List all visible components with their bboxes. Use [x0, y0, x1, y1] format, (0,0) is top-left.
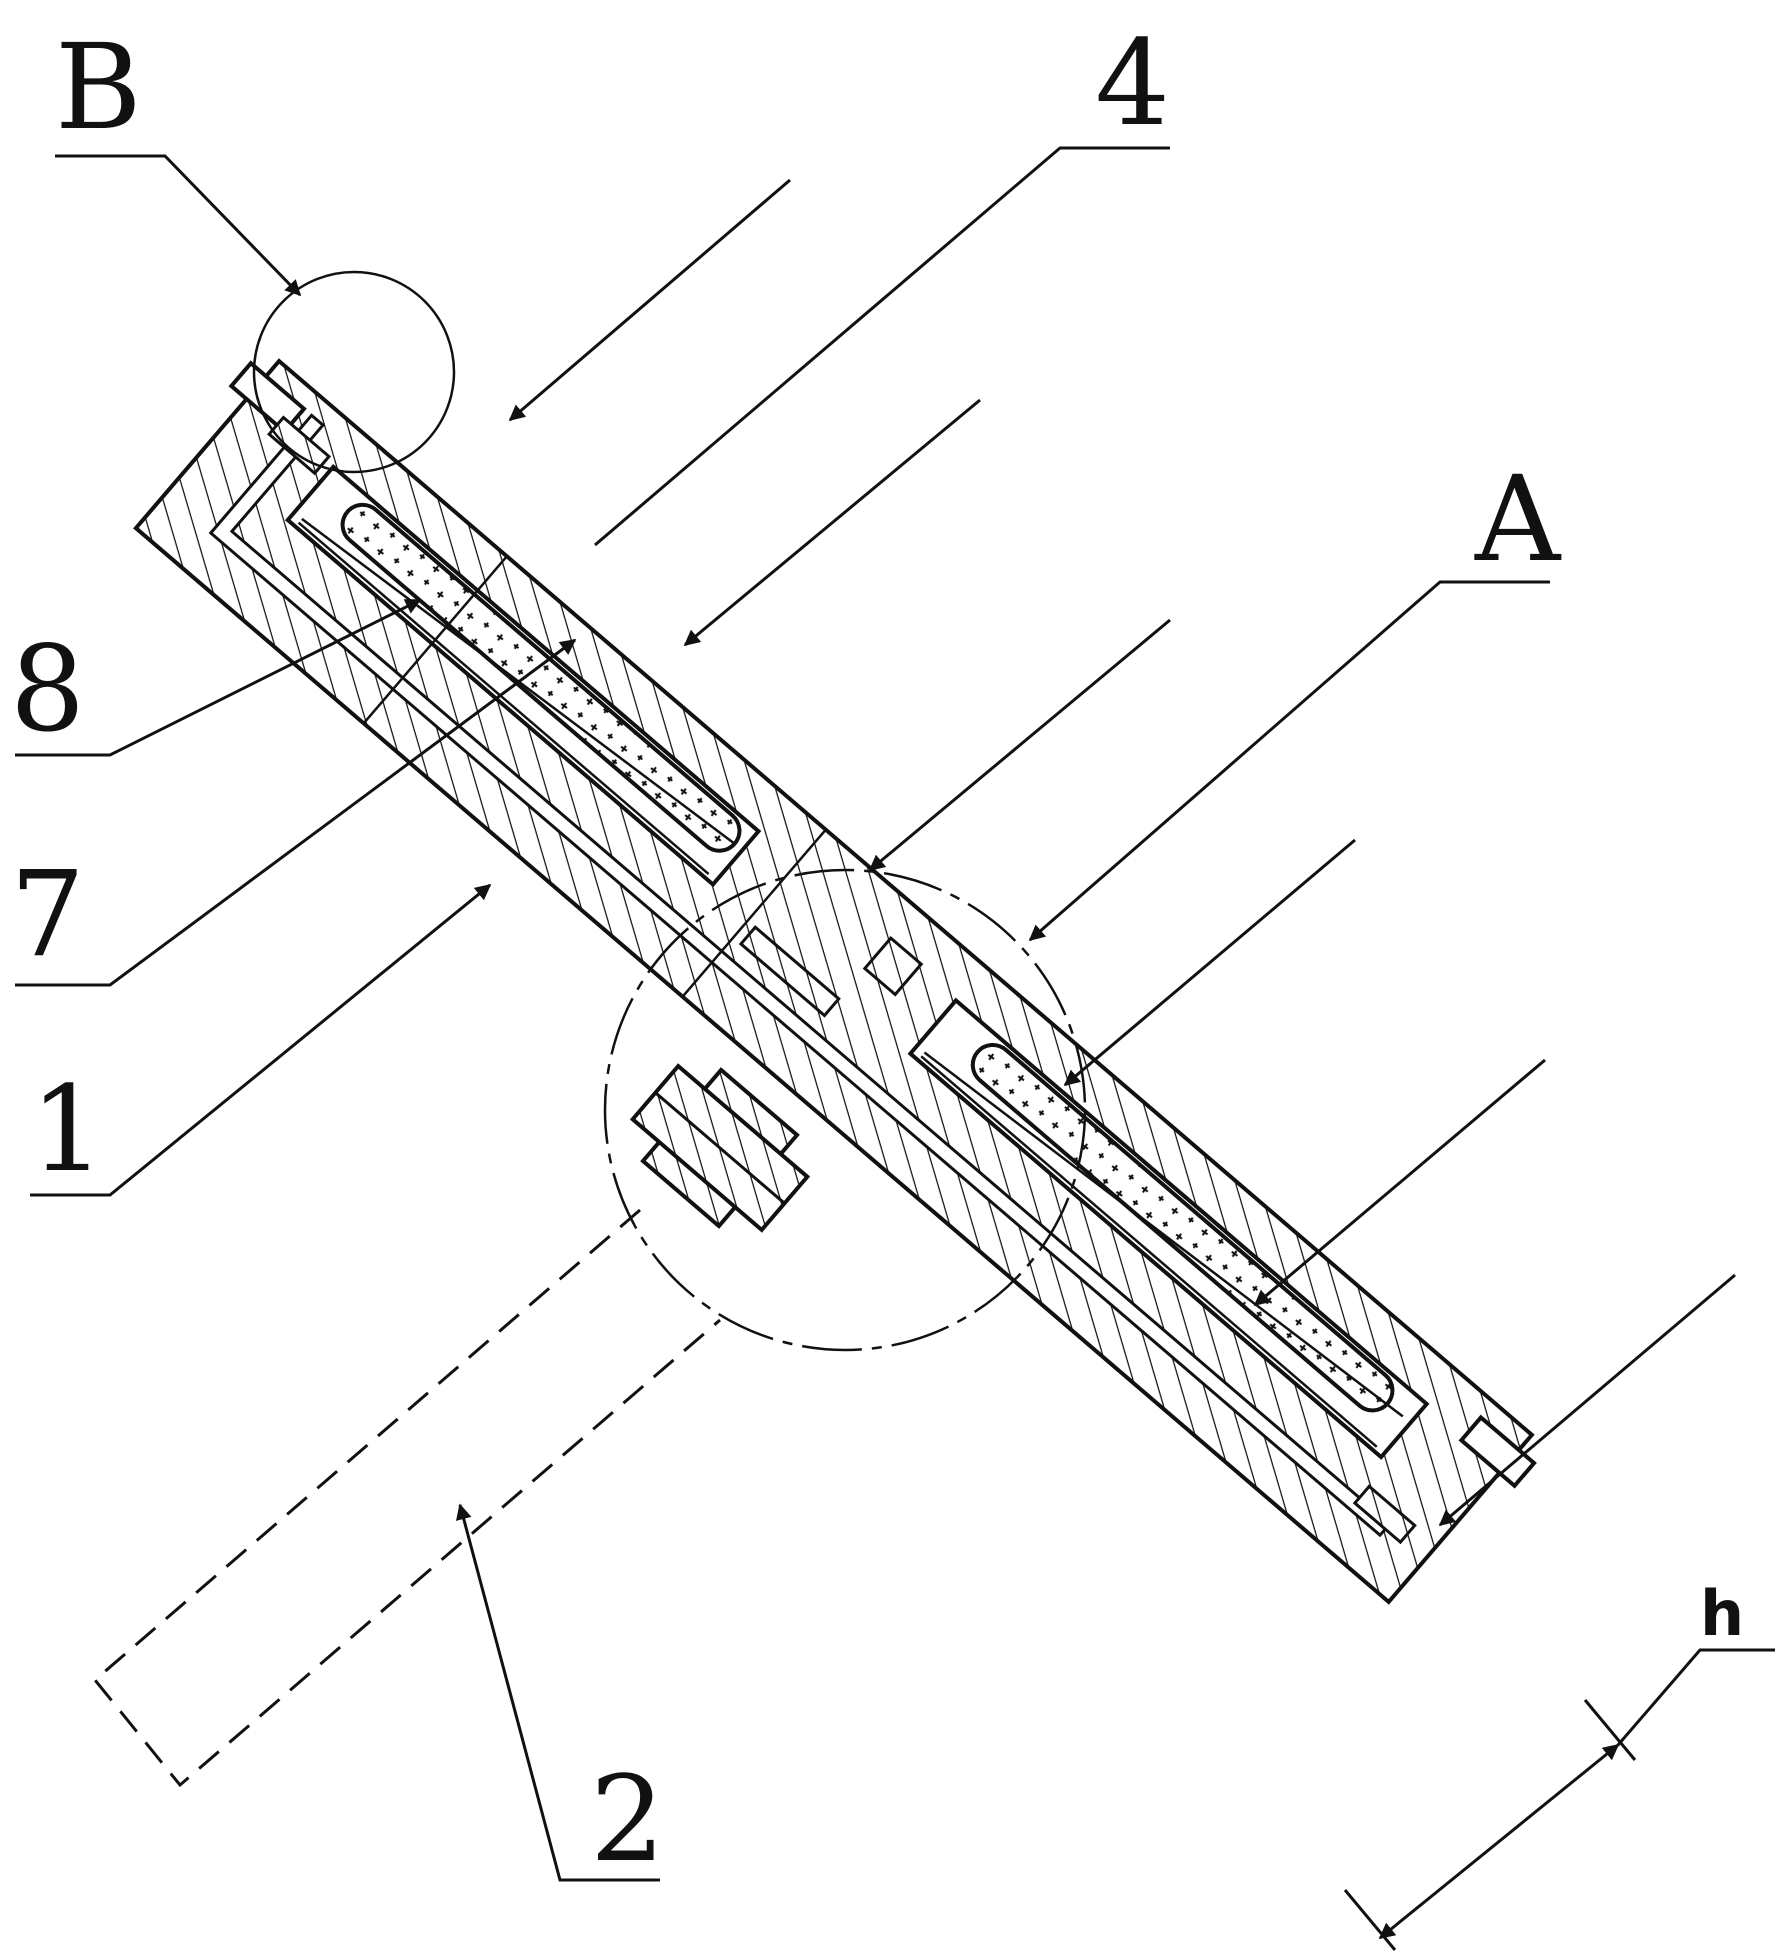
dim-line-h: [1380, 1745, 1618, 1938]
label-8: 8: [10, 620, 85, 758]
main-body-assembly: [121, 348, 1547, 1615]
label-h: h: [1700, 1577, 1744, 1650]
phantom-part: [95, 1210, 720, 1785]
leader-b: [55, 156, 300, 295]
leader-h: [1618, 1650, 1775, 1745]
arrow-r4: [1065, 840, 1355, 1085]
arrow-r3: [870, 620, 1170, 870]
arrow-r2: [685, 400, 980, 645]
arrow-r5: [1255, 1060, 1545, 1305]
label-4: 4: [1095, 14, 1170, 152]
leader-4: [595, 148, 1170, 545]
arrow-r1: [510, 180, 790, 420]
leader-a: [1030, 582, 1550, 940]
label-2: 2: [590, 1750, 665, 1888]
label-b: B: [55, 18, 142, 156]
label-7: 7: [10, 845, 85, 983]
dim-ext-2: [1345, 1890, 1395, 1950]
label-a: A: [1474, 450, 1562, 588]
label-1: 1: [30, 1060, 105, 1198]
